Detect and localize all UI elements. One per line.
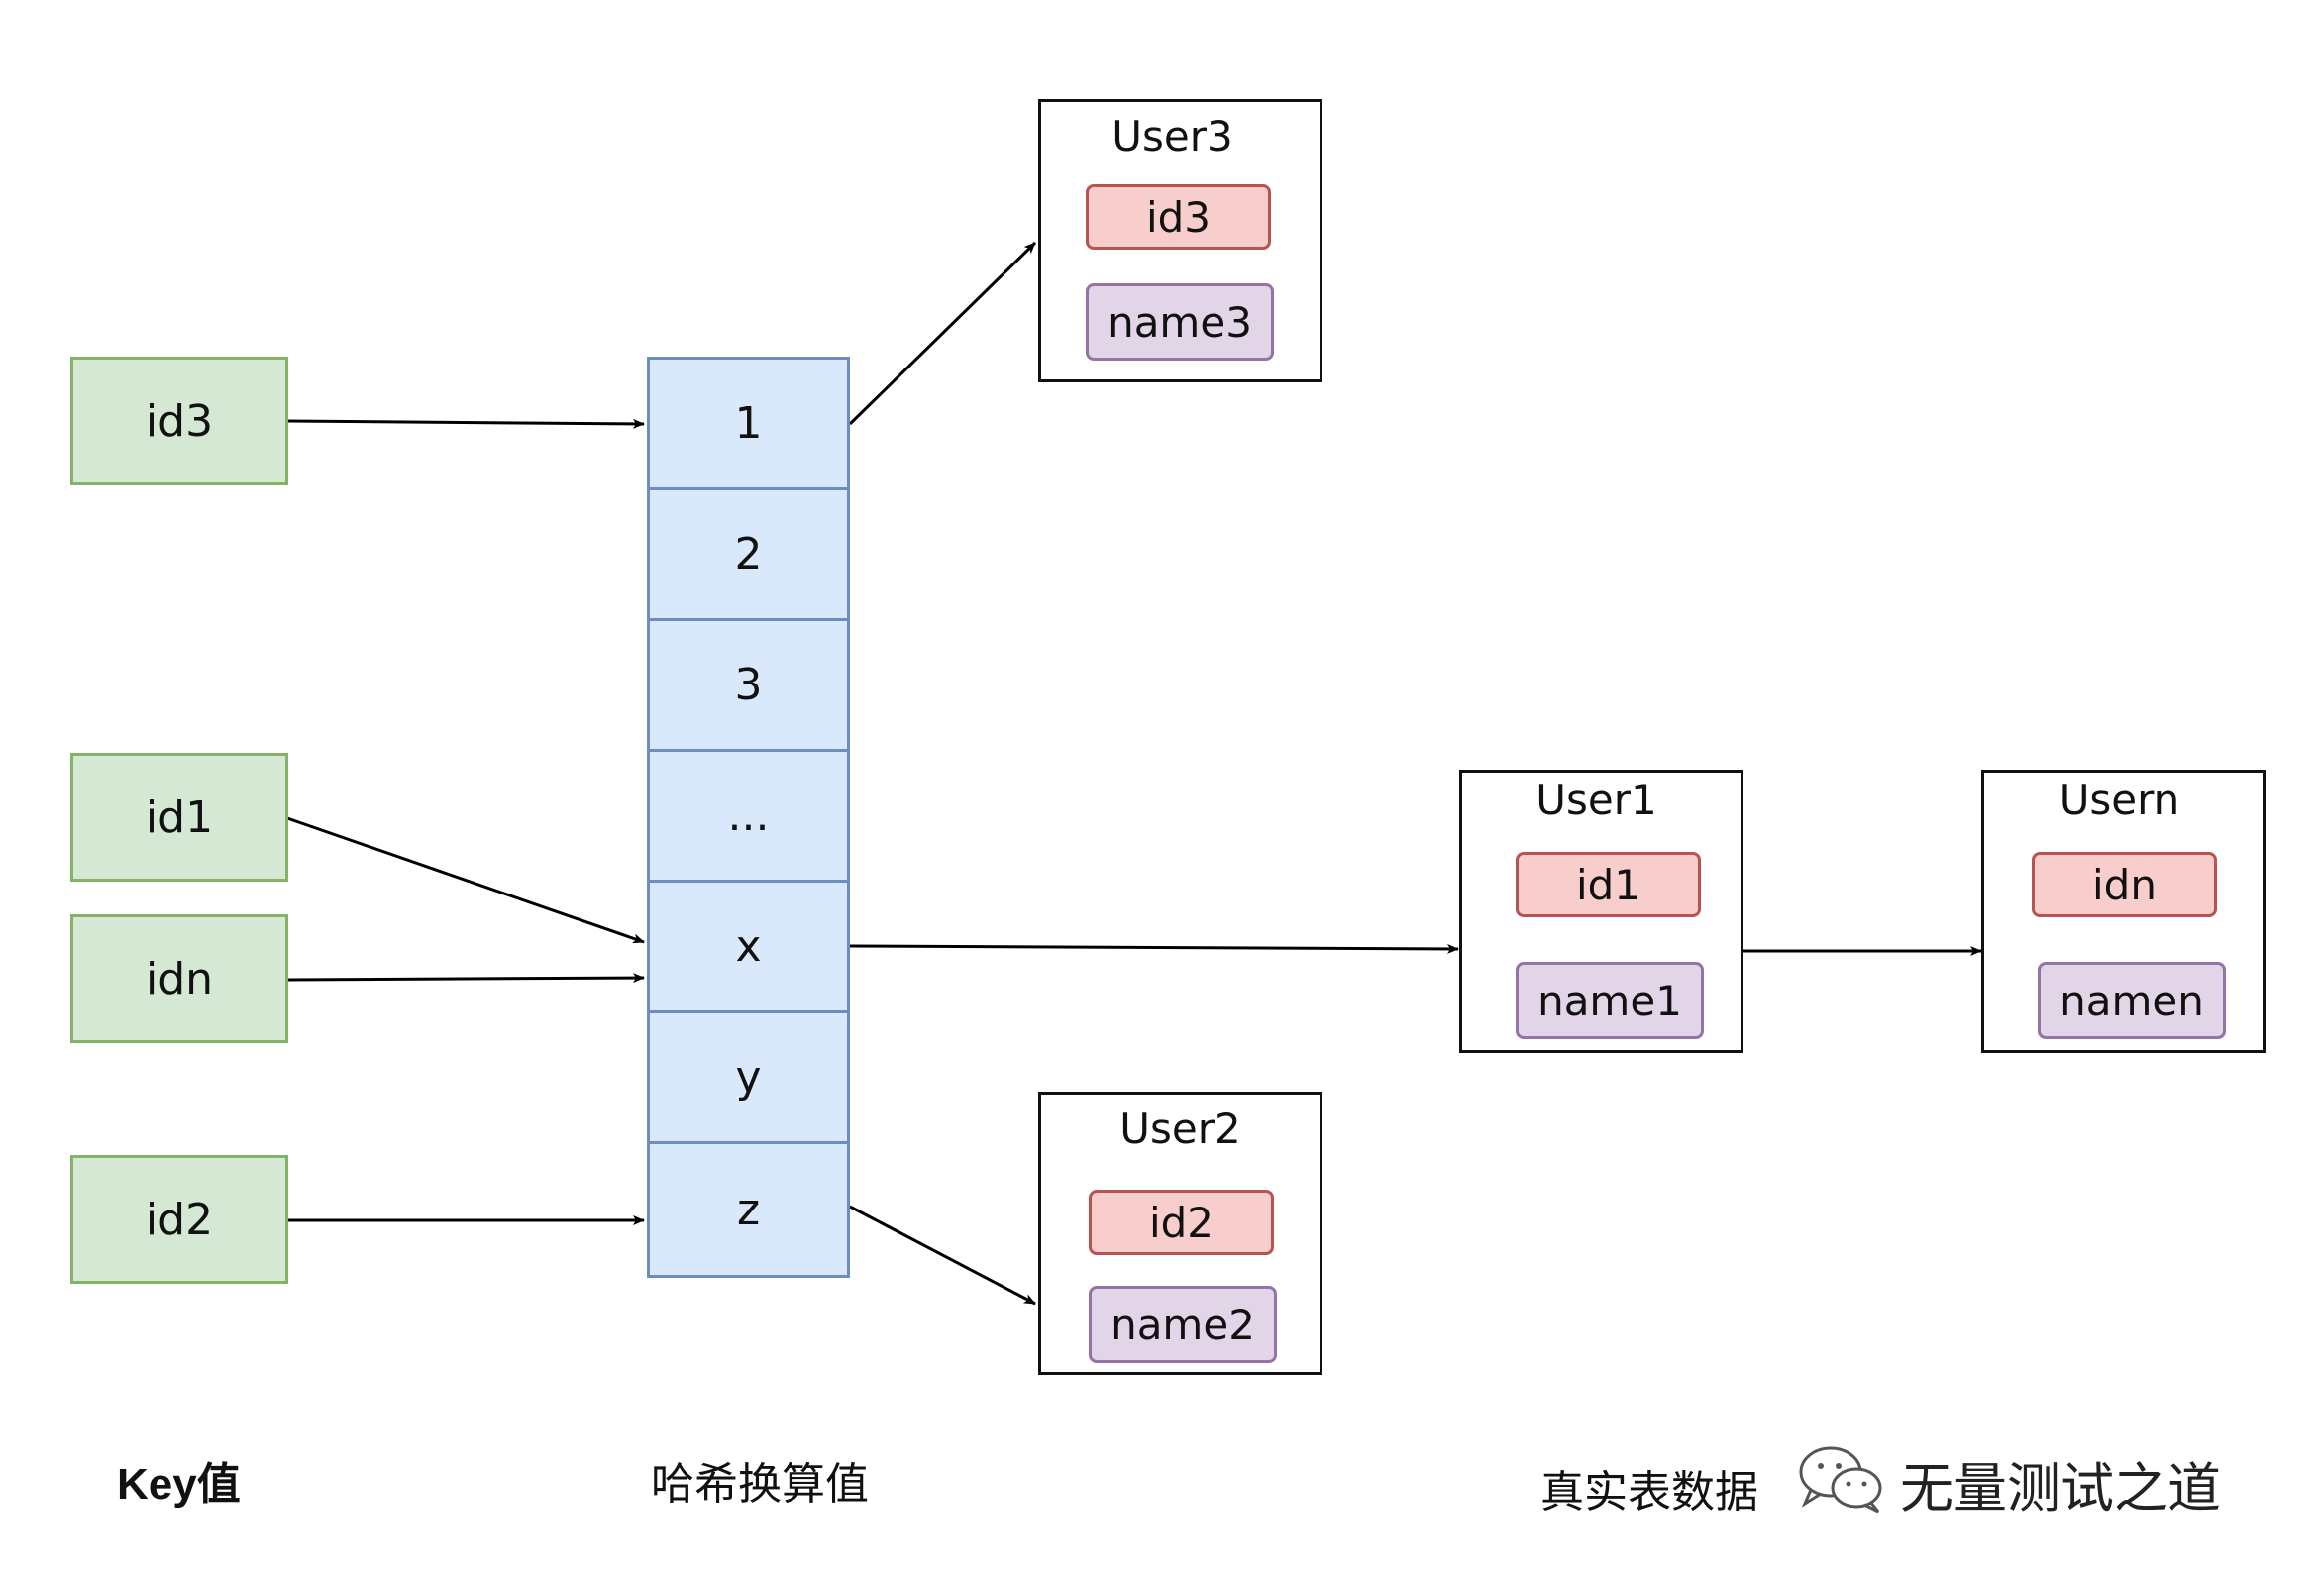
watermark-text: 无量测试之道 [1900, 1457, 2221, 1520]
user1-id-field: id1 [1516, 852, 1701, 917]
user3-record: User3 id3 name3 [1038, 99, 1322, 382]
user1-name-field: name1 [1516, 962, 1704, 1039]
usern-name-field: namen [2038, 962, 2226, 1039]
hash-table: 1 2 3 ... x y z [647, 357, 850, 1278]
key-box-id3: id3 [70, 357, 288, 485]
hash-cell-ellipsis: ... [650, 752, 847, 883]
usern-title: Usern [2059, 776, 2180, 824]
usern-record: Usern idn namen [1981, 770, 2266, 1053]
user2-title: User2 [1119, 1105, 1241, 1153]
usern-id-field: idn [2032, 852, 2217, 917]
arrow-id3-to-1 [286, 418, 645, 429]
user1-record: User1 id1 name1 [1459, 770, 1743, 1053]
user2-id-field: id2 [1089, 1190, 1274, 1255]
arrow-x-to-user1 [849, 943, 1459, 954]
user2-name-field: name2 [1089, 1286, 1277, 1363]
hash-cell-z: z [736, 1184, 761, 1235]
label-hash-value: 哈希换算值 [651, 1459, 869, 1510]
arrow-z-to-user2 [849, 1205, 1036, 1306]
hash-cell-y: y [650, 1013, 847, 1144]
hash-cell-1: 1 [650, 360, 847, 490]
arrow-idn-to-x [286, 973, 645, 984]
arrow-1-to-user3 [848, 241, 1037, 426]
arrow-id1-to-x [286, 816, 645, 944]
user2-record: User2 id2 name2 [1038, 1092, 1322, 1375]
hash-cell-3: 3 [650, 621, 847, 752]
label-key-value: Key值 [117, 1460, 241, 1509]
key-box-id2: id2 [70, 1155, 288, 1284]
key-box-id1: id1 [70, 753, 288, 882]
user3-id-field: id3 [1086, 184, 1271, 250]
hash-cell-x: x [650, 883, 847, 1013]
user3-name-field: name3 [1086, 283, 1274, 361]
label-real-data: 真实表数据 [1540, 1467, 1758, 1518]
key-box-idn: idn [70, 914, 288, 1043]
user3-title: User3 [1111, 112, 1233, 160]
hash-cell-2: 2 [650, 490, 847, 621]
wechat-icon [1793, 1438, 1892, 1518]
user1-title: User1 [1535, 776, 1657, 824]
